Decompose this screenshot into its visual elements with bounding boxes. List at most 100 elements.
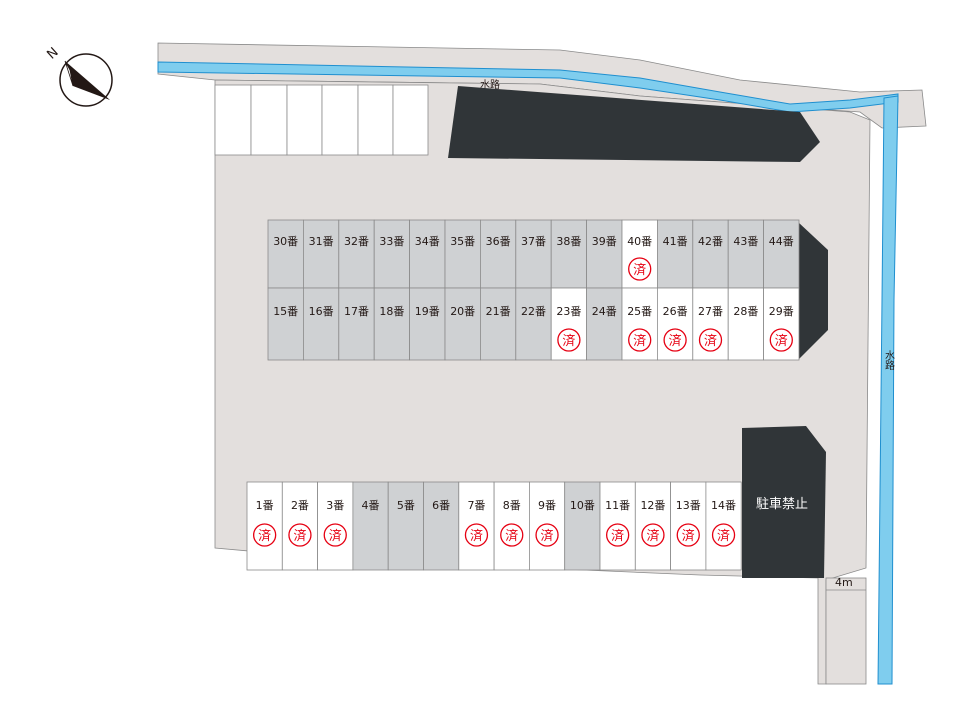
sold-stamp-icon: 済 — [535, 523, 559, 547]
stall-label: 36番 — [486, 235, 511, 248]
waterway: 水路 水路 — [157, 61, 899, 685]
sold-stamp-text: 済 — [541, 528, 554, 544]
sold-stamp-icon: 済 — [606, 523, 630, 547]
stall-box — [550, 219, 588, 289]
parking-stall[interactable]: 19番 — [409, 287, 446, 361]
stall-label: 30番 — [273, 235, 298, 248]
parking-stall[interactable]: 21番 — [479, 287, 517, 361]
stall-label: 21番 — [486, 305, 511, 318]
stall-label: 6番 — [432, 499, 450, 512]
parking-stall[interactable]: 35番 — [444, 219, 481, 289]
sold-stamp-text: 済 — [505, 528, 518, 544]
parking-stall[interactable]: 34番 — [409, 219, 446, 289]
parking-stall[interactable]: 1番済 — [246, 481, 283, 571]
stall-box — [727, 219, 765, 289]
sold-stamp-icon: 済 — [464, 523, 489, 547]
stall-label: 37番 — [521, 235, 546, 248]
parking-stall[interactable]: 24番 — [586, 287, 623, 361]
parking-stall[interactable]: 43番 — [727, 219, 765, 289]
white-stall — [286, 84, 323, 156]
stall-label: 41番 — [663, 235, 688, 248]
access-road — [825, 577, 867, 685]
parking-stall[interactable]: 32番 — [338, 219, 375, 289]
stall-box — [423, 481, 460, 571]
stall-box — [515, 287, 552, 361]
parking-stall[interactable]: 37番 — [515, 219, 552, 289]
parking-stall[interactable]: 8番済 — [493, 481, 530, 571]
stall-box — [763, 219, 800, 289]
sold-stamp-text: 済 — [633, 262, 646, 278]
stall-box — [515, 219, 552, 289]
parking-stall[interactable]: 31番 — [302, 219, 340, 289]
road-width-label: 4m — [835, 576, 853, 589]
stall-box — [479, 219, 517, 289]
stall-box — [302, 287, 340, 361]
parking-stall[interactable]: 4番 — [352, 481, 389, 571]
parking-stall[interactable]: 39番 — [586, 219, 623, 289]
sold-stamp-text: 済 — [633, 333, 646, 349]
parking-stall[interactable]: 6番 — [423, 481, 460, 571]
sold-stamp-icon: 済 — [288, 523, 312, 547]
sold-stamp-text: 済 — [611, 528, 624, 544]
sold-stamp-text: 済 — [717, 528, 730, 544]
parking-stall[interactable]: 3番済 — [317, 481, 354, 571]
parking-stall[interactable]: 33番 — [373, 219, 411, 289]
compass-needle-light — [64, 60, 74, 87]
stall-box — [302, 219, 340, 289]
parking-stall[interactable]: 16番 — [302, 287, 340, 361]
stall-box — [373, 287, 411, 361]
parking-stall[interactable]: 42番 — [692, 219, 729, 289]
stall-box — [338, 219, 375, 289]
parking-stall[interactable]: 38番 — [550, 219, 588, 289]
parking-stall[interactable]: 30番 — [267, 219, 304, 289]
stall-label: 11番 — [605, 499, 630, 512]
sold-stamp-text: 済 — [646, 528, 659, 544]
parking-stall[interactable]: 5番 — [387, 481, 424, 571]
stall-label: 10番 — [570, 499, 595, 512]
stall-label: 38番 — [556, 235, 581, 248]
sold-stamp-icon: 済 — [676, 523, 700, 547]
parking-stall[interactable]: 20番 — [444, 287, 481, 361]
parking-stall[interactable]: 9番済 — [529, 481, 566, 571]
stall-label: 43番 — [733, 235, 758, 248]
stall-label: 14番 — [711, 499, 736, 512]
sold-stamp-icon: 済 — [641, 523, 665, 547]
white-stall — [392, 84, 429, 156]
parking-stall[interactable]: 36番 — [479, 219, 517, 289]
stall-box — [373, 219, 411, 289]
stall-label: 9番 — [538, 499, 556, 512]
parking-stall[interactable]: 10番 — [564, 481, 601, 571]
parking-stall[interactable]: 17番 — [338, 287, 375, 361]
stall-label: 17番 — [344, 305, 369, 318]
stall-label: 8番 — [503, 499, 521, 512]
stall-label: 1番 — [256, 499, 274, 512]
stall-label: 29番 — [769, 305, 794, 318]
parking-stall[interactable]: 2番済 — [281, 481, 318, 571]
parking-stall[interactable]: 7番済 — [458, 481, 495, 571]
parking-stall[interactable]: 28番 — [727, 287, 765, 361]
stall-label: 44番 — [769, 235, 794, 248]
stall-label: 7番 — [467, 499, 485, 512]
sold-stamp-text: 済 — [562, 333, 575, 349]
parking-stall[interactable]: 22番 — [515, 287, 552, 361]
sold-stamp-icon: 済 — [698, 328, 723, 352]
stall-label: 32番 — [344, 235, 369, 248]
parking-stall[interactable]: 18番 — [373, 287, 411, 361]
stall-label: 40番 — [627, 235, 652, 248]
stall-box — [352, 481, 389, 571]
parking-stall[interactable]: 41番 — [657, 219, 694, 289]
parking-stall[interactable]: 15番 — [267, 287, 304, 361]
parking-stall[interactable]: 44番 — [763, 219, 800, 289]
